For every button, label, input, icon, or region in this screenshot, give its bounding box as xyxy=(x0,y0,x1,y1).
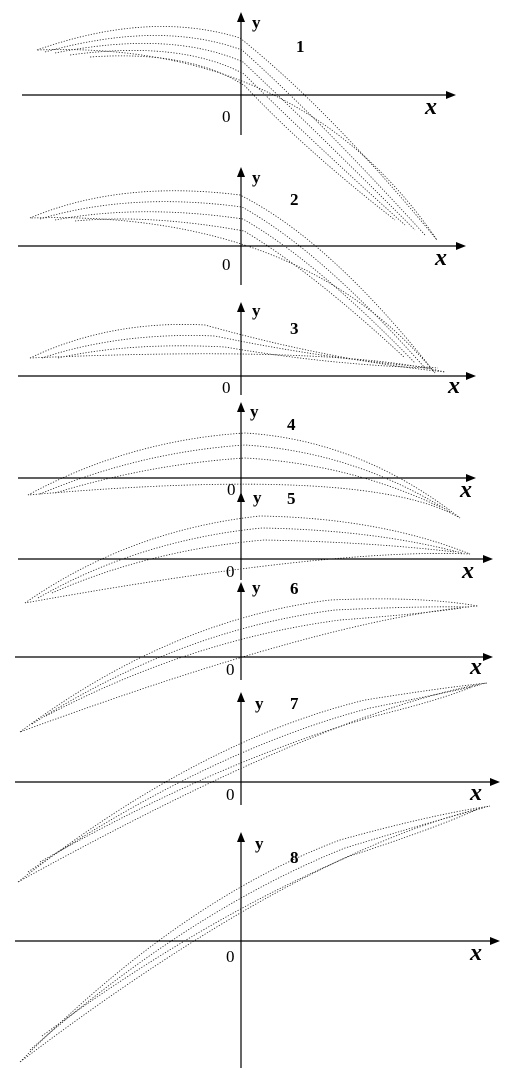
panel-number-6: 6 xyxy=(290,579,299,598)
panel-number-8: 8 xyxy=(290,848,299,867)
origin-label-3: 0 xyxy=(222,378,231,397)
blade-profile-1 xyxy=(36,26,438,241)
y-axis-label-5: y xyxy=(253,488,262,507)
panel-4: y x 0 4 xyxy=(18,402,476,519)
y-axis-label-6: y xyxy=(252,578,261,597)
blade-profile-1 xyxy=(89,55,396,221)
panel-6: y x 0 6 xyxy=(15,578,493,733)
y-axis-label-4: y xyxy=(250,402,259,421)
blade-profile-3 xyxy=(57,345,431,369)
panel-1: y x 0 1 xyxy=(22,12,456,241)
blade-profile-7 xyxy=(39,686,473,863)
panel-7: y x 0 7 xyxy=(15,682,500,883)
blade-profile-8 xyxy=(29,807,484,1051)
panel-number-5: 5 xyxy=(287,489,296,508)
x-axis-arrow-8 xyxy=(490,937,500,945)
blade-profile-3 xyxy=(29,324,446,373)
blade-profile-1 xyxy=(44,35,426,236)
x-axis-arrow-1 xyxy=(446,91,456,99)
y-axis-label-2: y xyxy=(252,168,261,187)
origin-label-1: 0 xyxy=(222,107,231,126)
origin-label-2: 0 xyxy=(222,255,231,274)
y-axis-arrow-4 xyxy=(237,402,245,412)
panel-3: y x 0 3 xyxy=(18,301,476,399)
blade-profile-1 xyxy=(54,42,416,231)
y-axis-arrow-1 xyxy=(237,12,245,22)
y-axis-label-7: y xyxy=(255,694,264,713)
panel-5: y x 0 5 xyxy=(18,488,493,604)
x-axis-label-5: x xyxy=(461,558,474,584)
blade-profile-6 xyxy=(19,598,479,733)
panel-8: y x 0 8 xyxy=(15,805,500,1068)
blade-profile-6 xyxy=(45,607,463,717)
blade-profile-8 xyxy=(41,809,477,1037)
origin-label-7: 0 xyxy=(226,785,235,804)
y-axis-arrow-3 xyxy=(237,302,245,312)
blade-profile-1 xyxy=(69,50,406,226)
origin-label-6: 0 xyxy=(226,660,235,679)
blade-profile-2 xyxy=(29,190,436,374)
y-axis-label-3: y xyxy=(252,301,261,320)
panel-number-7: 7 xyxy=(290,694,299,713)
panel-number-2: 2 xyxy=(290,190,299,209)
x-axis-arrow-6 xyxy=(483,653,493,661)
x-axis-label-2: x xyxy=(434,245,447,271)
blade-profile-3 xyxy=(41,335,439,369)
panel-number-4: 4 xyxy=(287,415,296,434)
x-axis-arrow-2 xyxy=(456,242,466,250)
x-axis-arrow-4 xyxy=(466,474,476,482)
blade-profile-6 xyxy=(31,606,471,725)
blade-profile-2 xyxy=(39,201,426,369)
panel-number-3: 3 xyxy=(290,319,299,338)
blade-profile-2 xyxy=(54,211,416,364)
x-axis-label-1: x xyxy=(424,94,437,120)
x-axis-label-6: x xyxy=(469,654,482,680)
blade-profile-4 xyxy=(54,457,441,508)
blade-profile-5 xyxy=(37,527,463,599)
blade-profile-5 xyxy=(51,539,456,594)
x-axis-label-8: x xyxy=(469,940,482,966)
origin-label-8: 0 xyxy=(226,947,235,966)
origin-label-5: 0 xyxy=(226,562,235,581)
x-axis-label-7: x xyxy=(469,780,482,806)
blade-profile-2 xyxy=(74,218,406,359)
x-axis-label-3: x xyxy=(447,373,460,399)
panel-number-1: 1 xyxy=(296,37,305,56)
x-axis-arrow-7 xyxy=(490,778,500,786)
y-axis-arrow-7 xyxy=(237,692,245,702)
blade-profile-4 xyxy=(27,432,461,519)
x-axis-label-4: x xyxy=(459,477,472,503)
blade-profile-7 xyxy=(27,684,481,873)
y-axis-arrow-2 xyxy=(237,167,245,177)
origin-label-4: 0 xyxy=(227,480,236,499)
blade-profile-7 xyxy=(17,682,488,883)
x-axis-arrow-3 xyxy=(466,372,476,380)
x-axis-arrow-5 xyxy=(483,555,493,563)
panel-2: y x 0 2 xyxy=(18,167,466,374)
y-axis-label-8: y xyxy=(255,834,264,853)
y-axis-label-1: y xyxy=(252,13,261,32)
y-axis-arrow-5 xyxy=(237,492,245,502)
y-axis-arrow-6 xyxy=(237,582,245,592)
y-axis-arrow-8 xyxy=(237,832,245,842)
blade-profile-5 xyxy=(24,515,471,604)
